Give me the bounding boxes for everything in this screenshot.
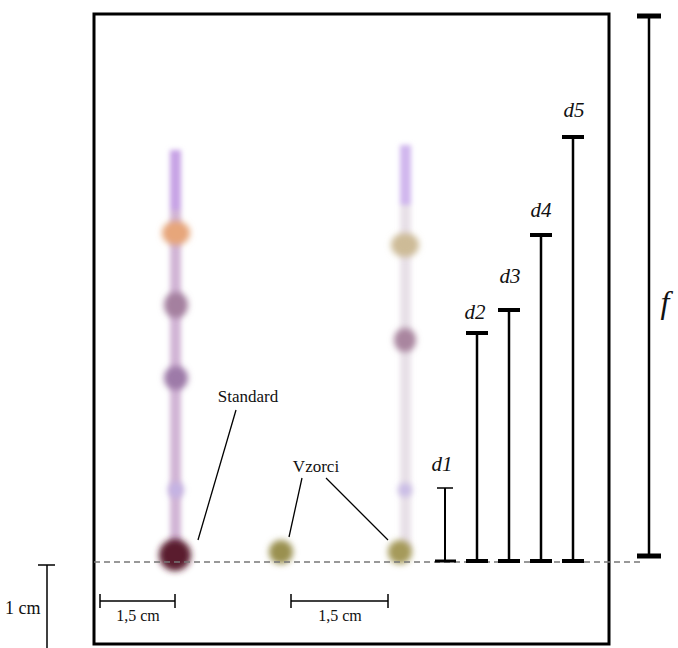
sample-spots [269, 233, 419, 564]
plate [94, 14, 609, 644]
distance-label: d3 [500, 266, 521, 287]
dimension-label: 1 cm [3, 598, 43, 618]
dimension-label: 1,5 cm [116, 608, 160, 624]
start-line [94, 561, 640, 563]
spacing-dimensions [100, 594, 388, 608]
distance-label: d4 [531, 200, 552, 221]
dimension-label: 1,5 cm [318, 608, 362, 624]
distance-label: d1 [432, 454, 453, 475]
leader-lines [198, 410, 388, 540]
distance-label: d5 [564, 100, 585, 121]
front-distance-label: f [661, 286, 670, 318]
distance-label: d2 [465, 302, 486, 323]
lane-label: Vzorci [293, 458, 339, 475]
standard-spots [159, 221, 191, 571]
distance-bars [435, 16, 661, 561]
lane-label: Standard [218, 388, 278, 405]
